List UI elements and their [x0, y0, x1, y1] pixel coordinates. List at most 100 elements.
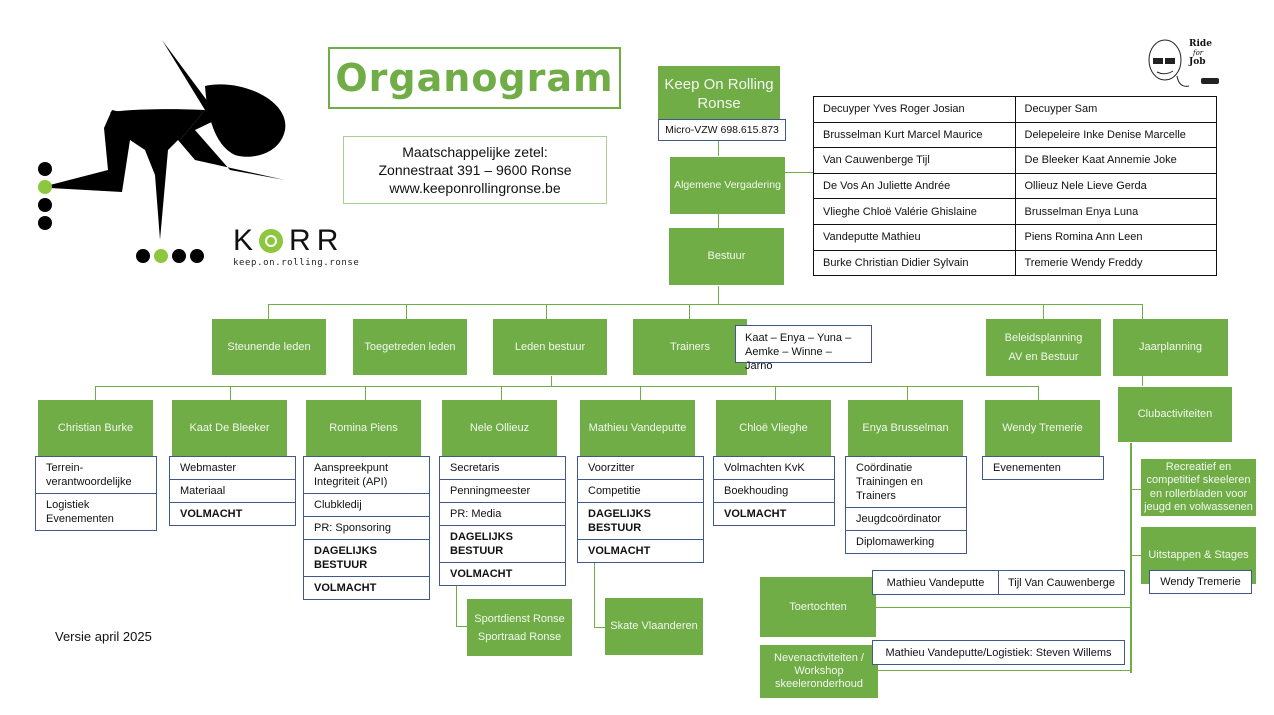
title-box: Organogram: [328, 47, 621, 109]
toer-person-1: Mathieu Vandeputte: [872, 570, 999, 595]
toer-person-2: Tijl Van Cauwenberge: [998, 570, 1125, 595]
role-item: PR: Media: [440, 503, 565, 526]
board-member-box: Romina Piens: [306, 400, 421, 456]
uitstappen-person: Wendy Tremerie: [1160, 576, 1241, 588]
connector: [1130, 489, 1142, 490]
connector: [775, 386, 776, 400]
assembly-label: Algemene Vergadering: [674, 179, 781, 191]
board-box: Bestuur: [669, 228, 784, 285]
uitstappen-label: Uitstappen & Stages: [1148, 549, 1249, 561]
assembly-box: Algemene Vergadering: [670, 157, 785, 214]
role-item: DAGELIJKS BESTUUR: [304, 540, 429, 577]
board-member-name: Romina Piens: [329, 421, 398, 434]
role-item: Boekhouding: [714, 480, 834, 503]
role-item: Clubkledij: [304, 494, 429, 517]
website-link[interactable]: www.keeponrollingronse.be: [389, 180, 561, 196]
member-name: Van Cauwenberge Tijl: [813, 147, 1016, 174]
connector: [907, 386, 908, 400]
ride-for-job-logo: Ride for Job: [1145, 36, 1225, 90]
roles-list: Evenementen: [982, 456, 1104, 480]
board-member-box: Wendy Tremerie: [985, 400, 1100, 456]
skater-head: [205, 84, 286, 157]
role-item: Jeugdcoördinator: [846, 508, 966, 531]
connector: [268, 304, 1143, 305]
role-item: Diplomawerking: [856, 536, 935, 548]
connector: [551, 376, 552, 386]
connector: [95, 386, 96, 400]
recreatief-box: Recreatief en competitief skeeleren en r…: [1141, 459, 1256, 516]
recreatief-line3: en rollerbladen voor: [1149, 487, 1248, 500]
board-member-name: Mathieu Vandeputte: [588, 421, 687, 434]
recreatief-line2: competitief skeeleren: [1146, 474, 1251, 486]
connector: [456, 576, 457, 626]
member-name: De Vos An Juliette Andrée: [813, 172, 1016, 200]
connector: [365, 386, 366, 400]
role-item: VOLMACHT: [450, 568, 513, 580]
sportdienst-box: Sportdienst Ronse Sportraad Ronse: [467, 599, 572, 656]
connector: [718, 140, 719, 156]
connector: [689, 304, 690, 319]
logo-letter-r2: R: [316, 224, 339, 257]
member-name: Vlieghe Chloë Valérie Ghislaine: [813, 198, 1016, 225]
connector: [594, 627, 606, 628]
board-member-name: Nele Ollieuz: [469, 421, 530, 434]
role-item: Evenementen: [993, 462, 1061, 474]
connector: [1130, 443, 1132, 673]
skater-body: [50, 40, 285, 240]
connector: [594, 547, 595, 627]
board-member-box: Kaat De Bleeker: [172, 400, 287, 456]
version-label: Versie april 2025: [55, 629, 152, 644]
connector: [876, 607, 1131, 608]
board-member-box: Enya Brusselman: [848, 400, 963, 456]
board-member-name: Enya Brusselman: [862, 421, 949, 434]
role-item: Competitie: [578, 480, 703, 503]
skate-vlaanderen-box: Skate Vlaanderen: [605, 598, 703, 655]
role-item: PR: Sponsoring: [304, 517, 429, 540]
jaarplanning-label: Jaarplanning: [1139, 341, 1202, 353]
connector: [1038, 386, 1039, 400]
toer-person-2-name: Tijl Van Cauwenberge: [1007, 576, 1115, 589]
address-street: Zonnestraat 391 – 9600 Ronse: [378, 162, 572, 178]
ride-text: Ride: [1189, 39, 1212, 49]
role-item: Voorzitter: [578, 457, 703, 480]
vzw-box: Micro-VZW 698.615.873: [658, 119, 786, 141]
board-member-box: Nele Ollieuz: [442, 400, 557, 456]
address-box: Maatschappelijke zetel: Zonnestraat 391 …: [343, 136, 607, 204]
sportraad-label: Sportraad Ronse: [477, 630, 562, 643]
neven-line2: Workshop: [794, 665, 844, 677]
wheel-icon: [259, 229, 284, 253]
member-name: Brusselman Enya Luna: [1014, 198, 1217, 225]
toer-person-1-name: Mathieu Vandeputte: [886, 576, 985, 589]
connector: [456, 626, 468, 627]
member-name: Brusselman Kurt Marcel Maurice: [813, 121, 1016, 149]
connector: [268, 304, 269, 319]
member-name: Delepeleire Inke Denise Marcelle: [1014, 121, 1217, 149]
face-icon: [1148, 39, 1190, 87]
member-name: Tremerie Wendy Freddy: [1014, 249, 1217, 277]
neven-line3: skeeleronderhoud: [774, 678, 864, 690]
trainers-names-line1: Kaat – Enya – Yuna –: [745, 332, 852, 344]
neven-line1: Nevenactiviteiten /: [774, 652, 864, 664]
nevenactiviteiten-box: Nevenactiviteiten / Workshop skeeleronde…: [760, 645, 878, 698]
connector: [230, 386, 231, 400]
steunende-leden-box: Steunende leden: [212, 319, 326, 375]
leden-bestuur-label: Leden bestuur: [514, 340, 586, 353]
toertochten-box: Toertochten: [760, 577, 876, 637]
role-item: Terrein-verantwoordelijke: [36, 457, 156, 494]
role-item: Volmachten KvK: [714, 457, 834, 480]
connector: [640, 386, 641, 400]
logo-letter-k: K: [233, 224, 254, 257]
role-item: Logistiek Evenementen: [46, 499, 114, 525]
connector: [1142, 376, 1143, 386]
job-text: Job: [1189, 57, 1206, 67]
beleidsplanning-box: Beleidsplanning AV en Bestuur: [986, 319, 1101, 376]
beleidsplanning-line1: Beleidsplanning: [1004, 331, 1083, 344]
trainers-label: Trainers: [670, 340, 710, 353]
role-item: VOLMACHT: [314, 582, 377, 594]
